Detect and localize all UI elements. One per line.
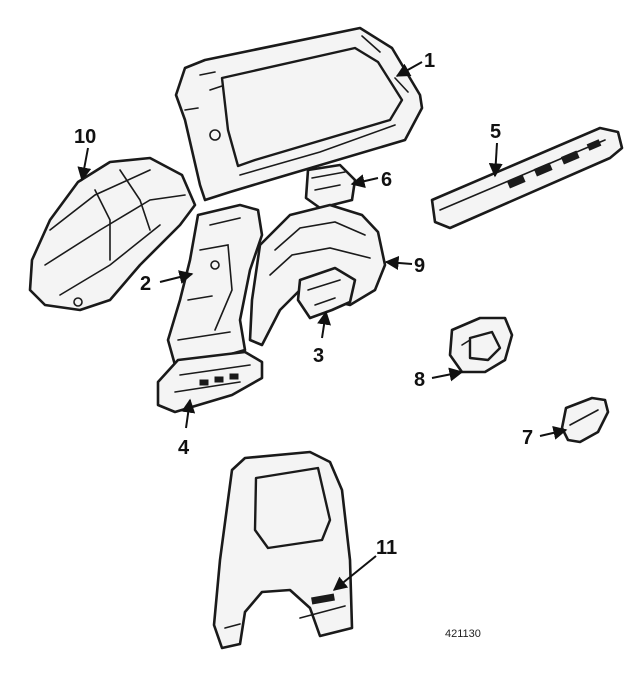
part-7-fuel-door bbox=[560, 396, 610, 444]
callout-7: 7 bbox=[522, 427, 533, 449]
leader-10 bbox=[77, 147, 92, 182]
leader-lines bbox=[77, 61, 568, 591]
leader-3 bbox=[317, 310, 332, 339]
leader-5 bbox=[488, 142, 503, 178]
leader-11 bbox=[332, 555, 377, 591]
leader-8 bbox=[431, 367, 464, 382]
leader-2 bbox=[159, 270, 194, 284]
part-3-bracket bbox=[296, 266, 357, 320]
part-4-rocker-extension bbox=[156, 350, 264, 414]
callout-4: 4 bbox=[178, 437, 190, 459]
leader-6 bbox=[350, 174, 379, 188]
leader-4 bbox=[181, 398, 196, 429]
leader-9 bbox=[384, 255, 413, 270]
part-1-quarter-panel-frame bbox=[174, 26, 424, 202]
reference-number: 421130 bbox=[445, 628, 481, 640]
callout-2: 2 bbox=[140, 273, 151, 295]
callout-labels: 1 2 3 4 5 6 7 8 9 10 11 bbox=[74, 50, 533, 559]
part-5-back-panel bbox=[430, 126, 624, 230]
callout-3: 3 bbox=[313, 345, 324, 367]
callout-10: 10 bbox=[74, 126, 96, 148]
callout-11: 11 bbox=[376, 537, 397, 559]
callout-8: 8 bbox=[414, 369, 425, 391]
leader-1 bbox=[395, 61, 423, 77]
part-2-inner-pillar bbox=[166, 203, 264, 367]
part-11-quarter-panel bbox=[212, 450, 354, 650]
part-8-fuel-filler-housing bbox=[448, 316, 514, 374]
callout-9: 9 bbox=[414, 255, 425, 277]
part-10-wheelhouse-liner bbox=[28, 156, 197, 312]
part-6-bracket bbox=[304, 163, 357, 210]
callout-5: 5 bbox=[490, 121, 501, 143]
callout-6: 6 bbox=[381, 169, 392, 191]
callout-1: 1 bbox=[424, 50, 435, 72]
leader-7 bbox=[539, 426, 568, 440]
